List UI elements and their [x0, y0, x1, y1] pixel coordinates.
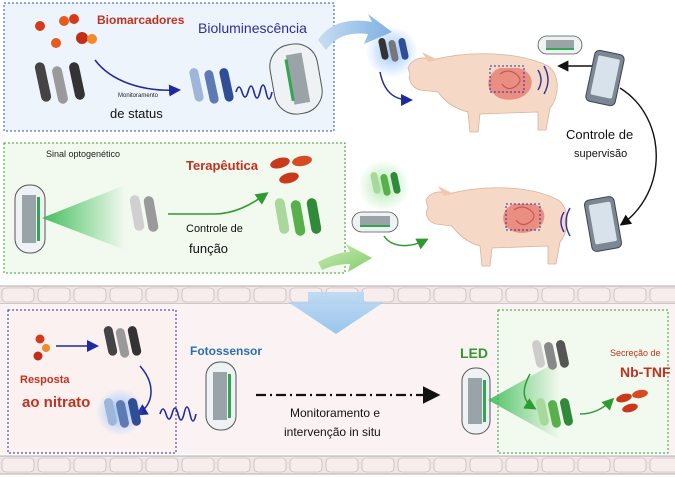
panel-therapeutic — [3, 142, 346, 274]
wall-cell — [217, 287, 251, 303]
wall-cell — [613, 287, 647, 303]
wall-cell — [145, 287, 179, 303]
wall-cell — [289, 457, 323, 473]
wall-cell — [469, 457, 503, 473]
wall-cell — [577, 457, 611, 473]
intestine-wall-cells — [1, 287, 675, 473]
wireless-signal-top — [537, 65, 549, 95]
label-nitrate: ao nitrato — [22, 394, 91, 411]
nb-tnf-dots — [616, 389, 648, 413]
label-optogenetic-signal: Sinal optogenético — [46, 149, 121, 159]
wall-cell — [37, 287, 71, 303]
wall-cell — [109, 287, 143, 303]
led-arrow-2 — [579, 397, 615, 415]
panel-nitrate-response — [7, 309, 177, 454]
label-monitoring-in-situ-1: Monitoramento e — [290, 406, 381, 420]
green-transfer-arrow — [318, 244, 372, 272]
device-floating-mid — [351, 211, 399, 233]
label-monitoring-in-situ-2: intervenção in situ — [284, 425, 381, 439]
wall-cell — [541, 287, 575, 303]
wall-cell — [361, 287, 395, 303]
label-function: função — [189, 241, 229, 256]
wall-cell — [325, 457, 359, 473]
therapeutic-dots — [270, 155, 312, 184]
wall-cell — [109, 457, 143, 473]
green-light-beam-left — [42, 185, 125, 250]
phone-bottom — [584, 196, 622, 252]
ingest-arrow-bottom — [383, 235, 429, 250]
biomarker-dots — [35, 14, 97, 48]
wall-cell — [469, 287, 503, 303]
bacteria-grey-right — [532, 340, 569, 370]
wall-cell — [613, 457, 647, 473]
wall-cell — [397, 287, 431, 303]
label-led: LED — [460, 345, 488, 361]
label-bioluminescence: Bioluminescência — [198, 20, 307, 36]
label-secretion: Secreção de — [610, 348, 661, 358]
wall-cell — [649, 457, 675, 473]
label-supervision: supervisão — [574, 148, 628, 160]
label-supervision-control: Controle de — [566, 127, 634, 142]
photosensor-device — [205, 361, 237, 431]
label-photosensor: Fotossensor — [190, 344, 263, 358]
label-biomarkers: Biomarcadores — [97, 13, 185, 27]
down-arrow-to-intestine — [288, 292, 384, 334]
wall-cell — [505, 287, 539, 303]
wall-cell — [181, 287, 215, 303]
label-status: de status — [110, 106, 163, 121]
pig-top — [407, 52, 558, 133]
label-therapeutic: Terapêutica — [186, 158, 259, 173]
wireless-signal-bottom — [560, 207, 571, 237]
bacteria-glow-bottom — [96, 388, 144, 436]
wall-cell — [73, 287, 107, 303]
bacteria-green-right — [536, 398, 573, 428]
blue-transfer-arrow — [318, 14, 392, 50]
wall-cell — [73, 457, 107, 473]
pig-bottom — [425, 186, 568, 267]
label-nb-tnf: Nb-TNF — [620, 364, 671, 380]
wall-cell — [217, 457, 251, 473]
supervision-loop-arrow — [619, 87, 657, 226]
wall-cell — [253, 287, 287, 303]
label-response: Resposta — [20, 374, 70, 386]
bacteria-grey-top — [34, 62, 85, 104]
label-control-of: Controle de — [186, 223, 243, 235]
bacteria-glow-top-right — [366, 26, 418, 78]
label-monitoring-small: Monitoramento — [118, 93, 159, 99]
ingest-arrow-top — [379, 71, 413, 106]
led-device — [461, 367, 491, 435]
phone-top — [585, 49, 625, 107]
light-wave-top — [235, 84, 273, 100]
device-left-optogenetic — [14, 184, 46, 254]
wall-cell — [541, 457, 575, 473]
wall-cell — [361, 457, 395, 473]
bacteria-glow-mid-right — [358, 160, 410, 212]
monitoring-arrow — [94, 59, 181, 97]
function-arrow — [168, 192, 269, 215]
wall-cell — [253, 457, 287, 473]
wall-cell — [505, 457, 539, 473]
wall-cell — [649, 287, 675, 303]
light-wave-bottom — [159, 406, 197, 422]
wall-cell — [577, 287, 611, 303]
wall-cell — [433, 287, 467, 303]
wall-cell — [145, 457, 179, 473]
led-arrow-1 — [523, 373, 537, 410]
bacteria-green-mid — [274, 198, 322, 236]
bacteria-grey-bottom — [103, 326, 142, 358]
bacteria-blue-top — [189, 68, 234, 104]
wall-cell — [1, 287, 35, 303]
device-floating-top — [537, 35, 583, 55]
wall-cell — [37, 457, 71, 473]
nitrate-dots — [33, 334, 50, 361]
wall-cell — [181, 457, 215, 473]
wall-cell — [397, 457, 431, 473]
bacteria-grey-mid — [129, 195, 159, 232]
wall-cell — [433, 457, 467, 473]
wall-cell — [1, 457, 35, 473]
device-top — [269, 43, 323, 115]
